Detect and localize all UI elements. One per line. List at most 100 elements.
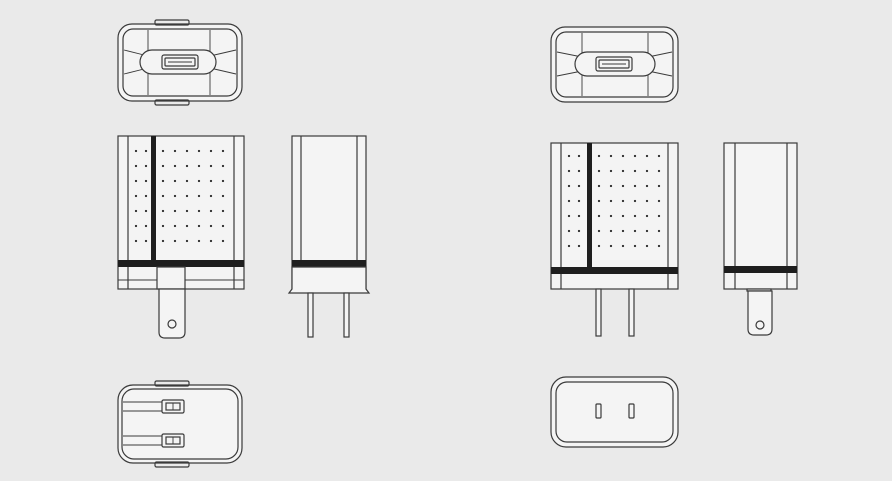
vent-dot <box>645 154 649 158</box>
vent-dot <box>209 194 213 198</box>
left-top-view <box>117 19 243 106</box>
vent-dot <box>621 199 625 203</box>
vent-dot <box>633 199 637 203</box>
vent-dot <box>657 154 661 158</box>
vent-dot <box>621 244 625 248</box>
vent-dot <box>221 239 225 243</box>
vent-dot <box>185 209 189 213</box>
vent-dot <box>577 184 581 188</box>
vent-dot <box>134 194 138 198</box>
vent-dot <box>657 169 661 173</box>
vent-dot <box>197 164 201 168</box>
vent-dot <box>633 214 637 218</box>
vent-dot <box>209 209 213 213</box>
vent-dot <box>161 149 165 153</box>
vent-dot <box>221 164 225 168</box>
vent-dot <box>209 239 213 243</box>
vent-dot <box>609 184 613 188</box>
vent-dot <box>621 169 625 173</box>
vent-dot <box>134 209 138 213</box>
right-bottom-view <box>550 376 679 448</box>
right-front-view <box>550 142 679 337</box>
vent-dot <box>197 179 201 183</box>
vent-dot <box>645 244 649 248</box>
vent-dot <box>173 194 177 198</box>
vent-dot <box>144 194 148 198</box>
vent-dot <box>209 164 213 168</box>
vent-dot <box>221 209 225 213</box>
left-front-view <box>117 135 245 339</box>
vent-dot <box>657 199 661 203</box>
vent-dot <box>597 229 601 233</box>
vent-dot <box>597 199 601 203</box>
vent-dot <box>161 179 165 183</box>
vent-dot <box>221 194 225 198</box>
vent-dot <box>645 184 649 188</box>
vent-dot <box>567 184 571 188</box>
vent-dot <box>185 224 189 228</box>
vent-dot <box>609 199 613 203</box>
vent-dot <box>567 169 571 173</box>
vent-dot <box>161 194 165 198</box>
vent-dot <box>173 149 177 153</box>
vent-dot <box>577 199 581 203</box>
vent-dot <box>134 164 138 168</box>
vent-dot <box>185 149 189 153</box>
vent-dot <box>197 194 201 198</box>
vent-dot <box>197 239 201 243</box>
vent-dot <box>173 224 177 228</box>
vent-dot <box>197 224 201 228</box>
vent-dot <box>645 214 649 218</box>
vent-dot <box>185 239 189 243</box>
vent-dot <box>577 154 581 158</box>
vent-dot <box>134 179 138 183</box>
vent-dot <box>597 169 601 173</box>
vent-dot <box>173 179 177 183</box>
vent-dot <box>609 214 613 218</box>
left-side-view <box>287 135 371 338</box>
vent-dot <box>633 244 637 248</box>
vent-dot <box>645 199 649 203</box>
vent-dot <box>173 239 177 243</box>
vent-dot <box>221 179 225 183</box>
vent-dot <box>185 164 189 168</box>
vent-dot <box>609 169 613 173</box>
vent-dot <box>621 184 625 188</box>
left-vent-dots <box>134 149 225 243</box>
vent-dot <box>161 164 165 168</box>
vent-dot <box>577 214 581 218</box>
right-top-view <box>550 26 679 103</box>
vent-dot <box>633 154 637 158</box>
vent-dot <box>657 214 661 218</box>
vent-dot <box>657 229 661 233</box>
vent-dot <box>621 214 625 218</box>
left-bottom-view <box>117 380 243 468</box>
vent-dot <box>597 184 601 188</box>
vent-dot <box>633 184 637 188</box>
vent-dot <box>567 229 571 233</box>
vent-dot <box>144 164 148 168</box>
vent-dot <box>609 229 613 233</box>
vent-dot <box>221 149 225 153</box>
vent-dot <box>161 239 165 243</box>
vent-dot <box>161 209 165 213</box>
vent-dot <box>577 169 581 173</box>
vent-dot <box>173 209 177 213</box>
vent-dot <box>609 154 613 158</box>
vent-dot <box>209 179 213 183</box>
vent-dot <box>597 214 601 218</box>
vent-dot <box>144 179 148 183</box>
vent-dot <box>144 149 148 153</box>
vent-dot <box>185 194 189 198</box>
vent-dot <box>144 224 148 228</box>
vent-dot <box>197 149 201 153</box>
vent-dot <box>657 244 661 248</box>
vent-dot <box>567 244 571 248</box>
vent-dot <box>567 199 571 203</box>
vent-dot <box>173 164 177 168</box>
vent-dot <box>209 224 213 228</box>
right-side-view <box>723 142 798 336</box>
vent-dot <box>567 214 571 218</box>
vent-dot <box>633 169 637 173</box>
